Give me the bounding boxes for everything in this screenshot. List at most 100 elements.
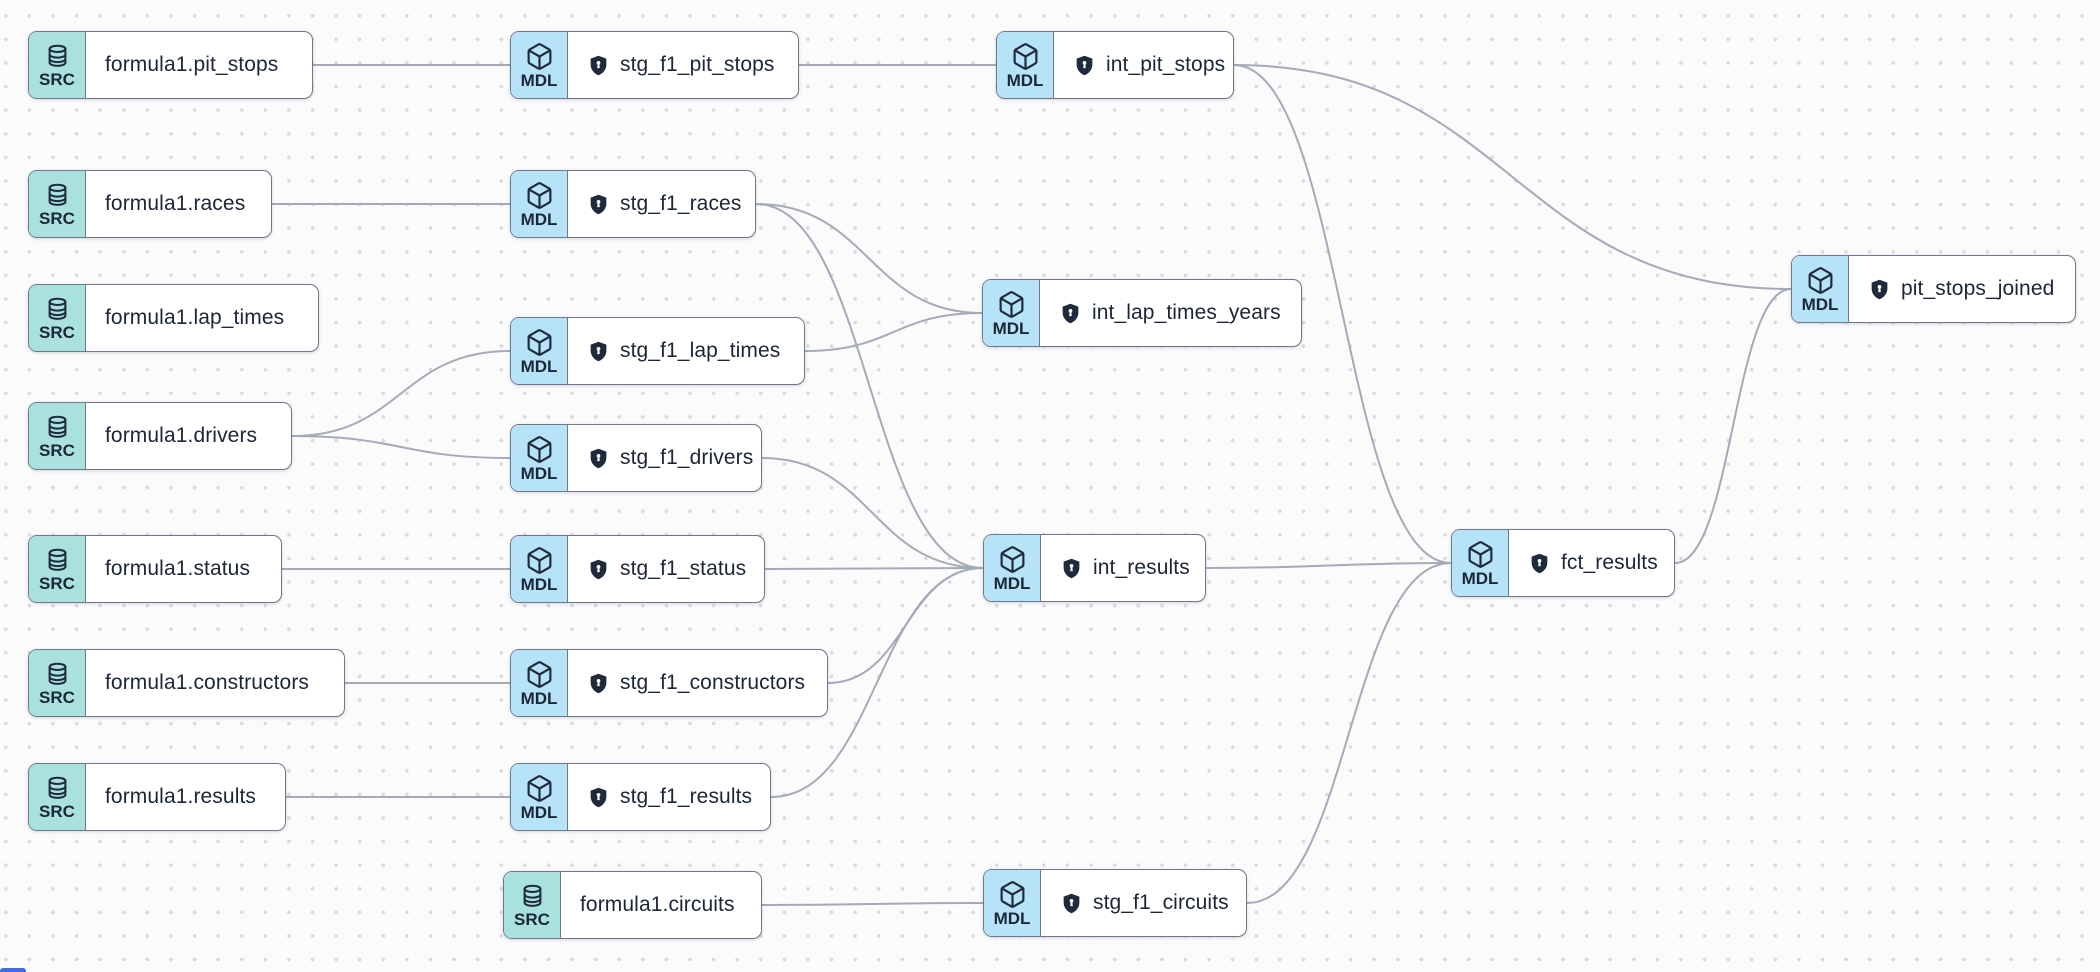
node-body: int_results xyxy=(1041,535,1205,601)
shield-icon xyxy=(1063,893,1080,913)
badge-label: MDL xyxy=(520,688,558,708)
node-label: formula1.circuits xyxy=(580,893,735,916)
badge-label: MDL xyxy=(520,574,558,594)
node-formula1.results[interactable]: SRC formula1.results xyxy=(28,763,286,831)
node-stg_f1_lap_times[interactable]: MDL stg_f1_lap_times xyxy=(510,317,805,385)
node-int_pit_stops[interactable]: MDL int_pit_stops xyxy=(996,31,1234,99)
model-badge: MDL xyxy=(511,764,568,830)
badge-label: SRC xyxy=(39,208,75,228)
model-badge: MDL xyxy=(997,32,1054,98)
cube-icon xyxy=(1468,540,1492,568)
cube-icon xyxy=(527,546,551,574)
badge-label: SRC xyxy=(39,440,75,460)
model-badge: MDL xyxy=(1792,256,1849,322)
node-stg_f1_circuits[interactable]: MDL stg_f1_circuits xyxy=(983,869,1247,937)
node-label: formula1.races xyxy=(105,192,246,215)
node-formula1.circuits[interactable]: SRC formula1.circuits xyxy=(503,871,762,939)
node-label: stg_f1_constructors xyxy=(620,671,806,694)
badge-label: MDL xyxy=(993,908,1031,928)
node-formula1.constructors[interactable]: SRC formula1.constructors xyxy=(28,649,345,717)
node-body: formula1.pit_stops xyxy=(86,32,312,98)
node-body: stg_f1_lap_times xyxy=(568,318,804,384)
database-icon xyxy=(48,415,66,438)
node-body: int_lap_times_years xyxy=(1040,280,1301,346)
node-stg_f1_results[interactable]: MDL stg_f1_results xyxy=(510,763,771,831)
node-pit_stops_joined[interactable]: MDL pit_stops_joined xyxy=(1791,255,2076,323)
source-badge: SRC xyxy=(29,536,86,602)
node-label: formula1.results xyxy=(105,785,256,808)
database-icon xyxy=(48,548,66,571)
node-formula1.races[interactable]: SRC formula1.races xyxy=(28,170,272,238)
node-label: fct_results xyxy=(1561,551,1658,574)
node-int_lap_times_years[interactable]: MDL int_lap_times_years xyxy=(982,279,1302,347)
model-badge: MDL xyxy=(1452,530,1509,596)
source-badge: SRC xyxy=(29,32,86,98)
node-stg_f1_constructors[interactable]: MDL stg_f1_constructors xyxy=(510,649,828,717)
shield-icon xyxy=(1062,303,1079,323)
node-label: formula1.constructors xyxy=(105,671,310,694)
node-body: int_pit_stops xyxy=(1054,32,1233,98)
node-formula1.drivers[interactable]: SRC formula1.drivers xyxy=(28,402,292,470)
edge-formula1.drivers-to-stg_f1_drivers xyxy=(291,435,511,459)
node-body: formula1.races xyxy=(86,171,271,237)
cube-icon xyxy=(527,660,551,688)
shield-icon xyxy=(1063,558,1080,578)
edge-stg_f1_races-to-int_results xyxy=(755,203,984,569)
node-int_results[interactable]: MDL int_results xyxy=(983,534,1206,602)
node-body: stg_f1_drivers xyxy=(568,425,761,491)
shield-icon xyxy=(590,55,607,75)
offscreen-control-sliver xyxy=(0,968,26,972)
node-formula1.status[interactable]: SRC formula1.status xyxy=(28,535,282,603)
badge-label: SRC xyxy=(39,687,75,707)
node-label: stg_f1_pit_stops xyxy=(620,53,775,76)
node-body: formula1.constructors xyxy=(86,650,344,716)
cube-icon xyxy=(1000,545,1024,573)
badge-label: MDL xyxy=(520,463,558,483)
node-fct_results[interactable]: MDL fct_results xyxy=(1451,529,1675,597)
database-icon xyxy=(48,44,66,67)
node-body: formula1.drivers xyxy=(86,403,291,469)
node-formula1.pit_stops[interactable]: SRC formula1.pit_stops xyxy=(28,31,313,99)
badge-label: SRC xyxy=(514,909,550,929)
source-badge: SRC xyxy=(504,872,561,938)
node-body: formula1.status xyxy=(86,536,281,602)
node-stg_f1_pit_stops[interactable]: MDL stg_f1_pit_stops xyxy=(510,31,799,99)
source-badge: SRC xyxy=(29,403,86,469)
edge-int_results-to-fct_results xyxy=(1205,562,1452,569)
cube-icon xyxy=(527,774,551,802)
badge-label: SRC xyxy=(39,322,75,342)
node-body: formula1.results xyxy=(86,764,285,830)
node-label: stg_f1_circuits xyxy=(1093,891,1229,914)
shield-icon xyxy=(590,194,607,214)
node-label: formula1.lap_times xyxy=(105,306,285,329)
node-body: formula1.lap_times xyxy=(86,285,318,351)
node-label: formula1.status xyxy=(105,557,251,580)
cube-icon xyxy=(527,328,551,356)
cube-icon xyxy=(527,181,551,209)
database-icon xyxy=(48,297,66,320)
model-badge: MDL xyxy=(984,870,1041,936)
edge-int_pit_stops-to-pit_stops_joined xyxy=(1233,64,1792,290)
node-label: int_lap_times_years xyxy=(1092,301,1281,324)
edge-stg_f1_drivers-to-int_results xyxy=(761,457,984,569)
source-badge: SRC xyxy=(29,650,86,716)
badge-label: SRC xyxy=(39,801,75,821)
edge-stg_f1_lap_times-to-int_lap_times_years xyxy=(804,312,983,352)
node-formula1.lap_times[interactable]: SRC formula1.lap_times xyxy=(28,284,319,352)
node-stg_f1_drivers[interactable]: MDL stg_f1_drivers xyxy=(510,424,762,492)
badge-label: MDL xyxy=(520,70,558,90)
node-stg_f1_status[interactable]: MDL stg_f1_status xyxy=(510,535,765,603)
node-stg_f1_races[interactable]: MDL stg_f1_races xyxy=(510,170,756,238)
badge-label: MDL xyxy=(993,573,1031,593)
model-badge: MDL xyxy=(511,425,568,491)
node-label: formula1.pit_stops xyxy=(105,53,279,76)
node-label: int_pit_stops xyxy=(1106,53,1226,76)
node-body: stg_f1_pit_stops xyxy=(568,32,798,98)
source-badge: SRC xyxy=(29,171,86,237)
node-label: formula1.drivers xyxy=(105,424,258,447)
cube-icon xyxy=(1808,266,1832,294)
node-body: stg_f1_constructors xyxy=(568,650,827,716)
badge-label: MDL xyxy=(992,318,1030,338)
edge-fct_results-to-pit_stops_joined xyxy=(1674,288,1792,564)
